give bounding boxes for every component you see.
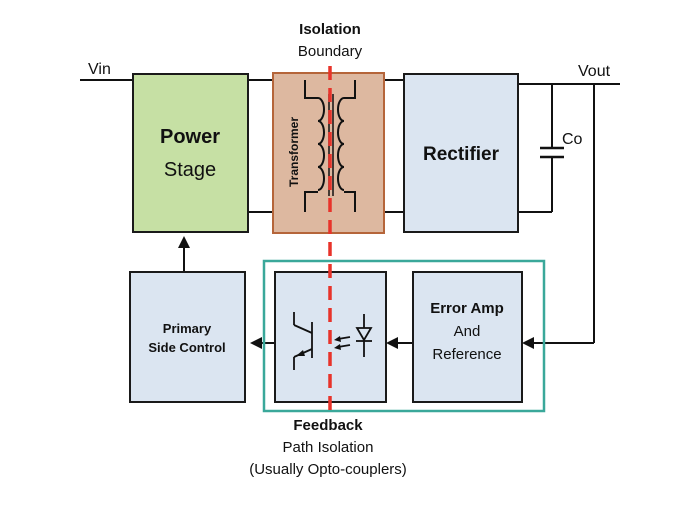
error-amp-line1: Error Amp: [430, 300, 504, 317]
isolation-title: Isolation: [299, 21, 361, 38]
feedback-subtitle: Path Isolation: [283, 439, 374, 456]
feedback-isolation-frame: [262, 259, 546, 413]
isolation-subtitle: Boundary: [298, 43, 363, 60]
optocoupler-symbol: [293, 312, 373, 370]
error-amp-line3: Reference: [432, 346, 501, 363]
capacitor-symbol: [540, 146, 564, 159]
rectifier-block: [403, 73, 519, 233]
primary-control-line2: Side Control: [148, 340, 225, 355]
rectifier-label: Rectifier: [423, 144, 500, 165]
power-stage-block: [132, 73, 249, 233]
primary-side-control-block: [129, 271, 246, 403]
arrow-into-primary-control: [250, 337, 262, 349]
arrow-into-error-amp: [522, 337, 534, 349]
primary-control-line1: Primary: [163, 321, 212, 336]
vin-label: Vin: [88, 61, 111, 78]
feedback-note: (Usually Opto-couplers): [249, 461, 407, 478]
feedback-title: Feedback: [293, 417, 363, 434]
transformer-label: Transformer: [287, 117, 301, 187]
vout-label: Vout: [578, 63, 611, 80]
arrow-into-opto: [386, 337, 398, 349]
power-stage-subtitle: Stage: [164, 159, 216, 181]
error-amp-block: [412, 271, 523, 403]
power-stage-title: Power: [160, 126, 220, 148]
arrowheads: [178, 236, 534, 349]
led-triangle: [355, 327, 373, 342]
capacitor-label: Co: [562, 131, 583, 148]
arrow-into-power-stage: [178, 236, 190, 248]
error-amp-line2: And: [454, 323, 481, 340]
